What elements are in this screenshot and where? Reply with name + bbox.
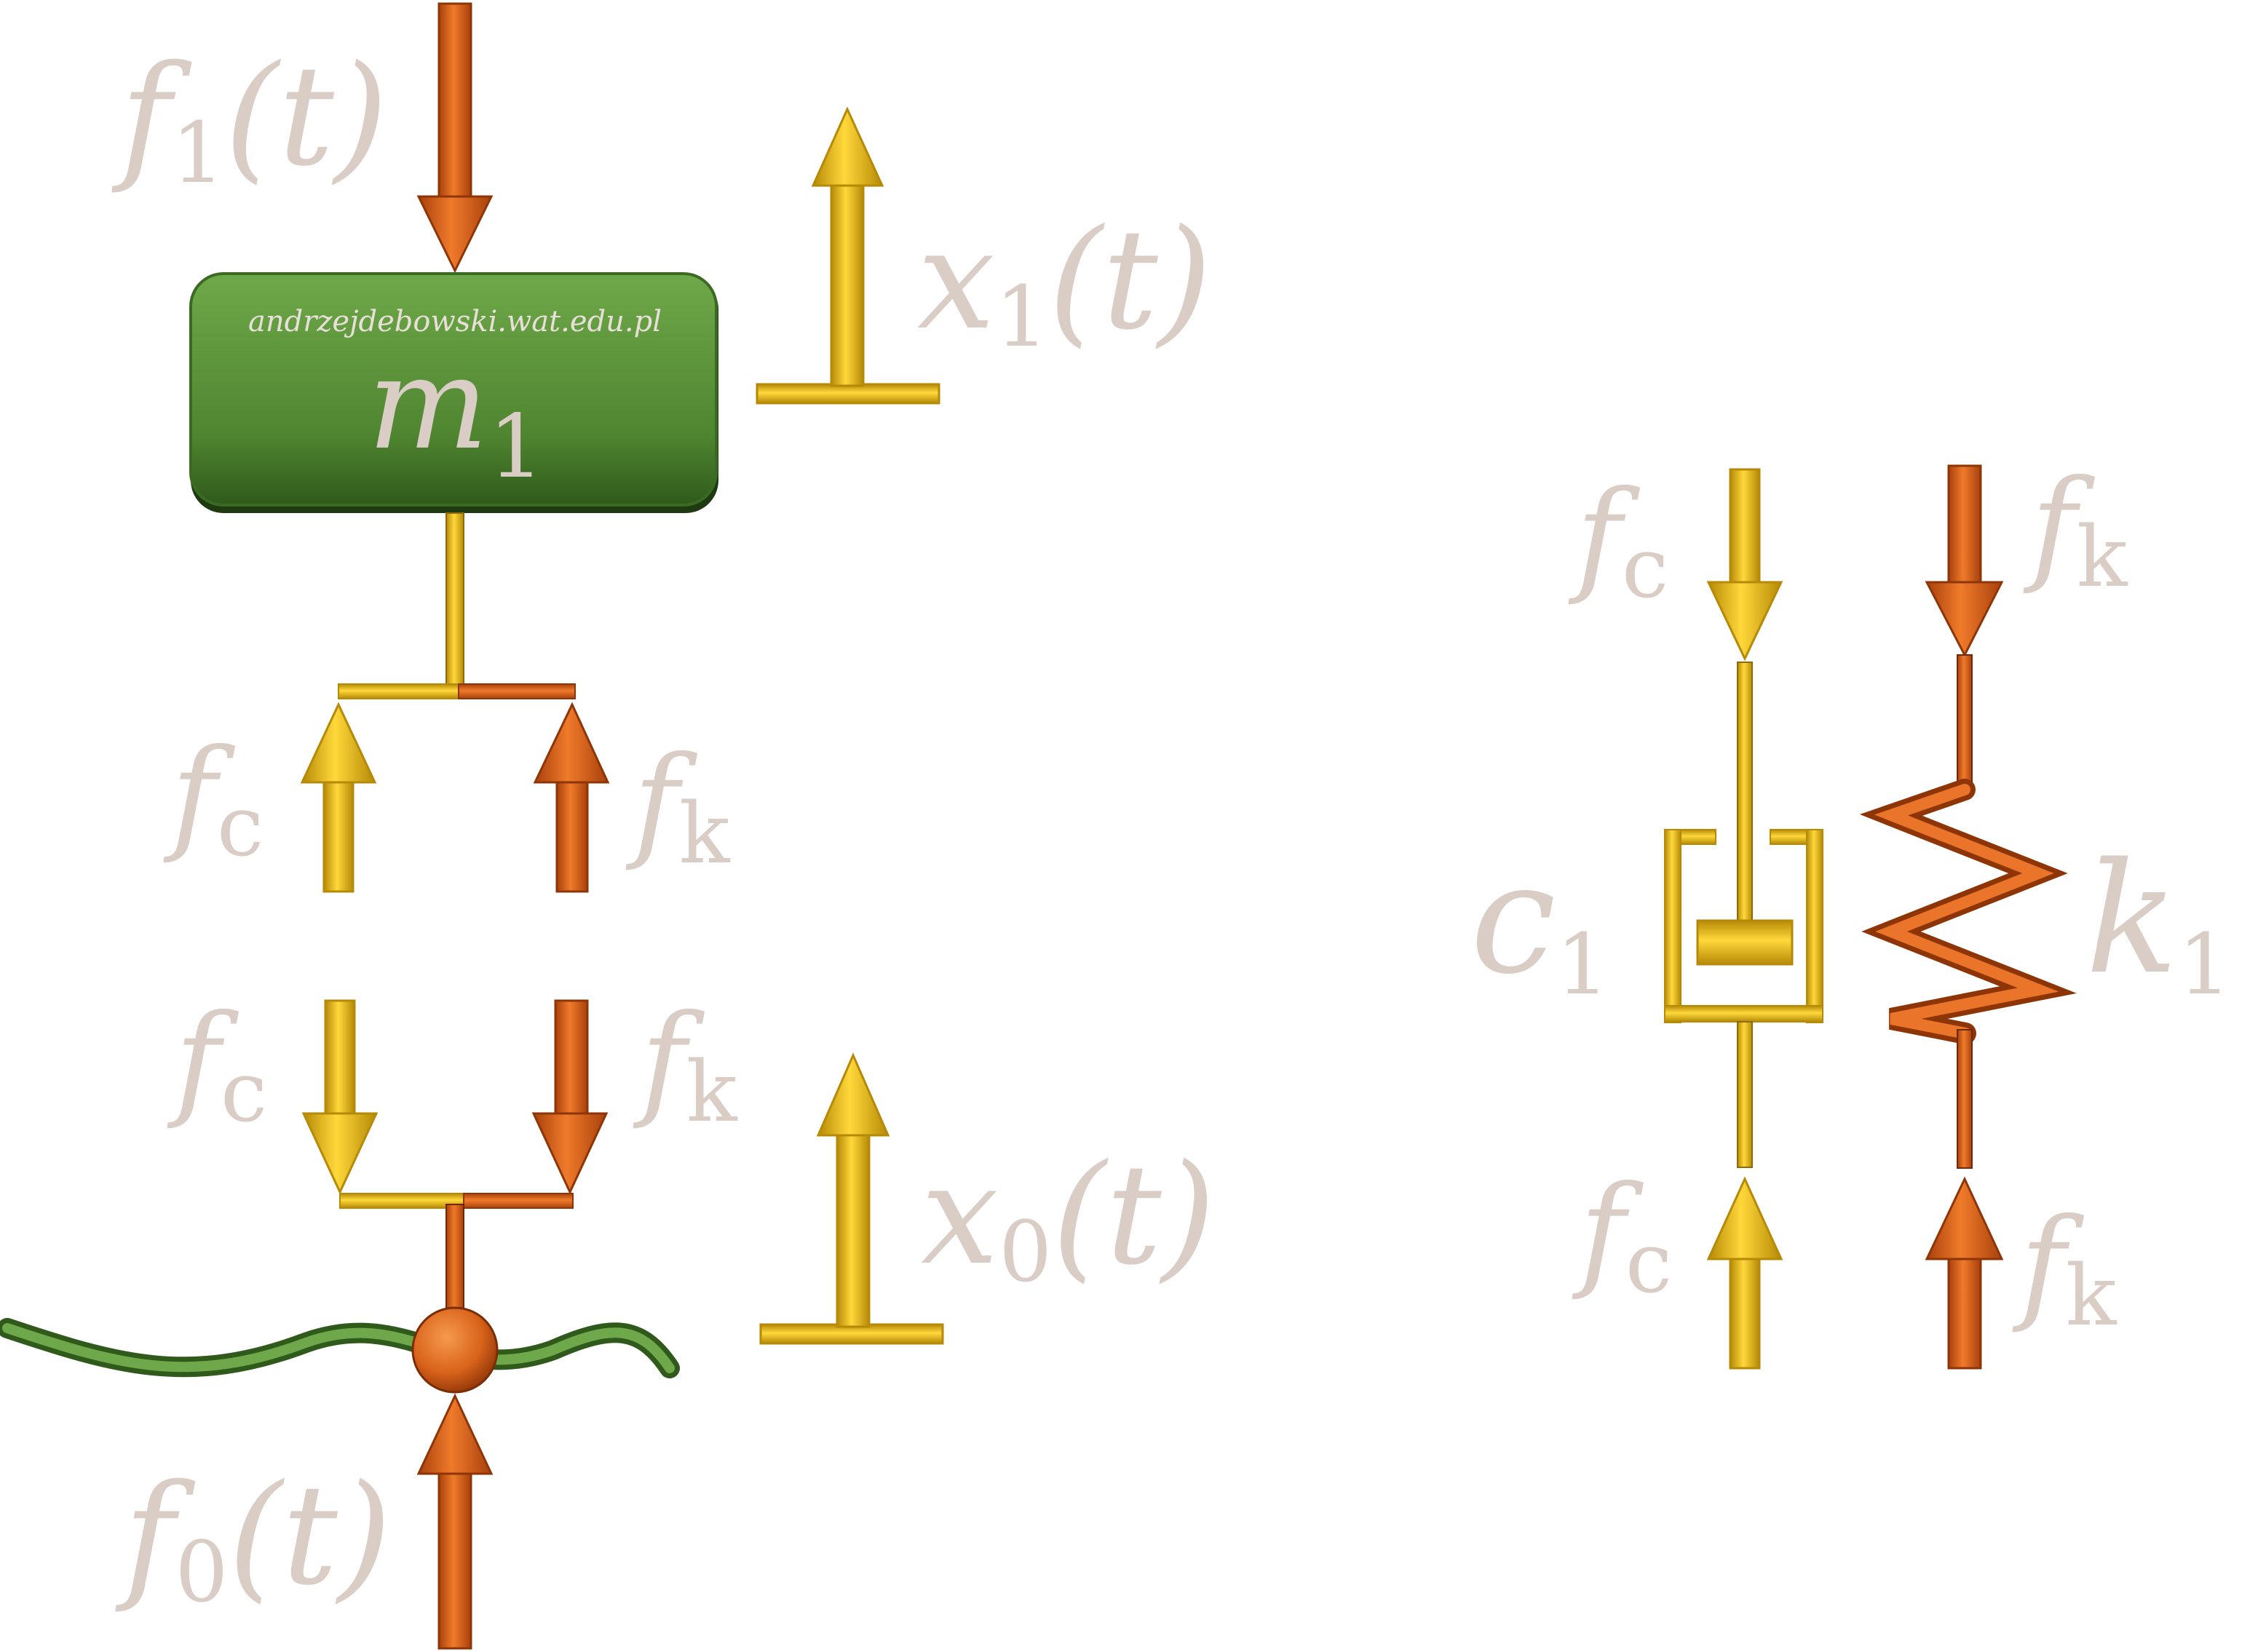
- k1-label: k1: [2085, 830, 2231, 1014]
- f0-label: f0(t): [115, 1455, 392, 1621]
- fk-label-bottom: fk: [633, 988, 738, 1141]
- top-fork-orange: [458, 683, 576, 699]
- fk-arrow-bottom: [531, 999, 609, 1195]
- x0-label: x0(t): [921, 1135, 1216, 1301]
- mass-stem: [445, 512, 464, 688]
- top-fork-yellow: [338, 683, 459, 699]
- bottom-fork-orange: [463, 1193, 574, 1209]
- x1-label: x1(t): [917, 199, 1212, 366]
- fc-label-damper-top: fc: [1568, 464, 1668, 617]
- base-node: [411, 1306, 499, 1394]
- fk-label-top: fk: [625, 730, 731, 883]
- fk-arrow-top: [533, 702, 610, 893]
- f0-arrow: [416, 1393, 494, 1650]
- fc-arrow-top: [300, 702, 377, 893]
- spring: [1859, 464, 2077, 1370]
- damper: [1664, 468, 1823, 1370]
- fc-label-top: fc: [163, 723, 264, 875]
- fk-label-spring-top: fk: [2023, 453, 2128, 606]
- fc-label-bottom: fc: [167, 988, 267, 1141]
- mass-block: andrzejdebowski.wat.edu.pl m1: [189, 272, 718, 513]
- bottom-fork-yellow: [339, 1193, 464, 1209]
- f1-arrow: [416, 2, 494, 274]
- x1-arrow: [756, 106, 940, 405]
- fc-label-damper-bottom: fc: [1572, 1159, 1672, 1312]
- x0-arrow: [759, 1052, 944, 1345]
- fc-arrow-bottom: [301, 999, 379, 1195]
- fk-label-spring-bottom: fk: [2012, 1192, 2118, 1345]
- watermark-text: andrzejdebowski.wat.edu.pl: [248, 305, 662, 338]
- c1-label: c1: [1470, 830, 1609, 1014]
- mass-symbol: m1: [368, 330, 544, 498]
- f1-label: f1(t): [111, 36, 388, 202]
